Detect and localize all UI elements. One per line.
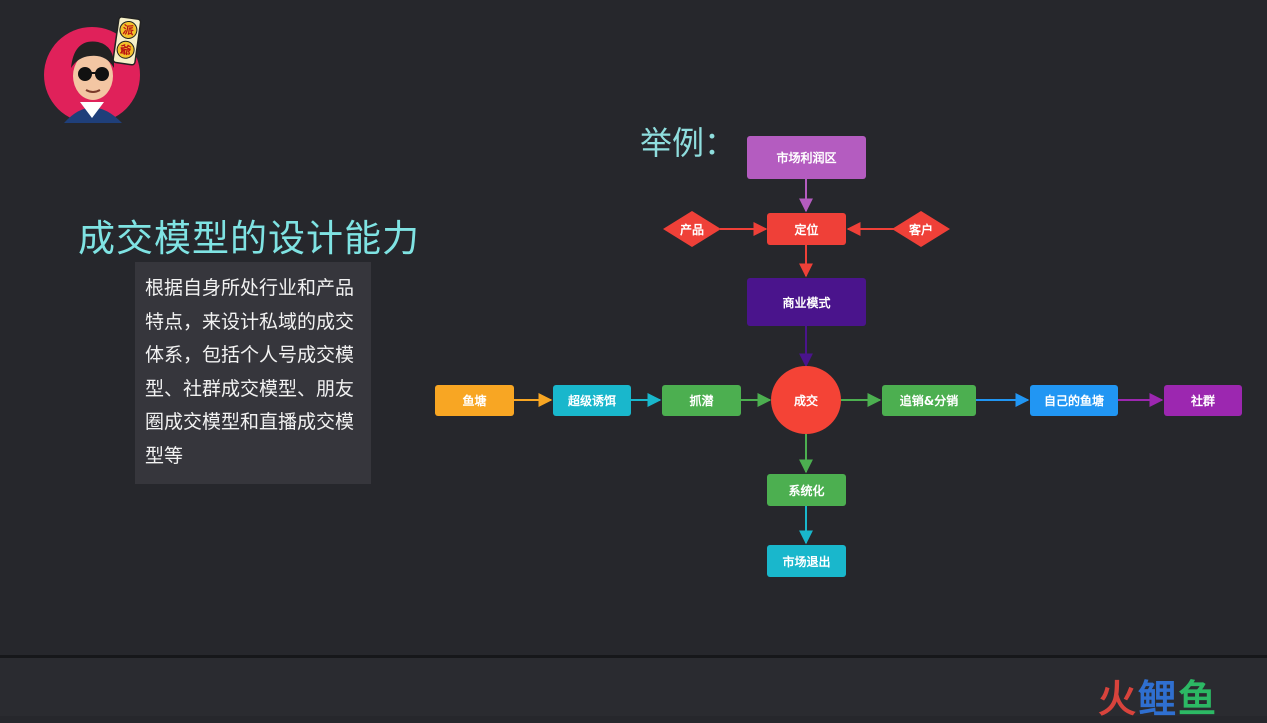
node-business-model: 商业模式 [747,278,866,326]
node-market-profit: 市场利润区 [747,136,866,179]
node-market-exit: 市场退出 [767,545,846,577]
logo-char-2: 鲤 [1138,677,1179,721]
avatar-badge-char-2: 爺 [118,42,133,58]
node-super-bait: 超级诱饵 [553,385,631,416]
description-box: 根据自身所处行业和产品特点，来设计私域的成交体系，包括个人号成交模型、社群成交模… [135,262,371,484]
logo-char-3: 鱼 [1178,677,1219,721]
node-customer-label: 客户 [908,222,933,237]
node-community: 社群 [1164,385,1242,416]
node-systemize: 系统化 [767,474,846,506]
node-fish-pond: 鱼塘 [435,385,514,416]
node-own-pond: 自己的鱼塘 [1030,385,1118,416]
example-label: 举例： [640,124,737,162]
brand-logo: 火鲤鱼 [1098,668,1218,723]
bottom-bar [0,655,1267,716]
avatar: 派 爺 [40,14,150,126]
node-product-label: 产品 [679,222,704,237]
node-upsell: 追销&分销 [882,385,976,416]
node-capture: 抓潜 [662,385,741,416]
logo-char-1: 火 [1098,677,1139,721]
node-positioning: 定位 [767,213,846,245]
node-customer: 客户 [891,210,951,248]
avatar-badge-char-1: 派 [122,23,136,38]
node-product: 产品 [662,210,722,248]
node-deal: 成交 [771,366,841,434]
node-product-shape [663,211,721,247]
slide-title: 成交模型的设计能力 [78,217,420,260]
node-customer-shape [892,211,950,247]
